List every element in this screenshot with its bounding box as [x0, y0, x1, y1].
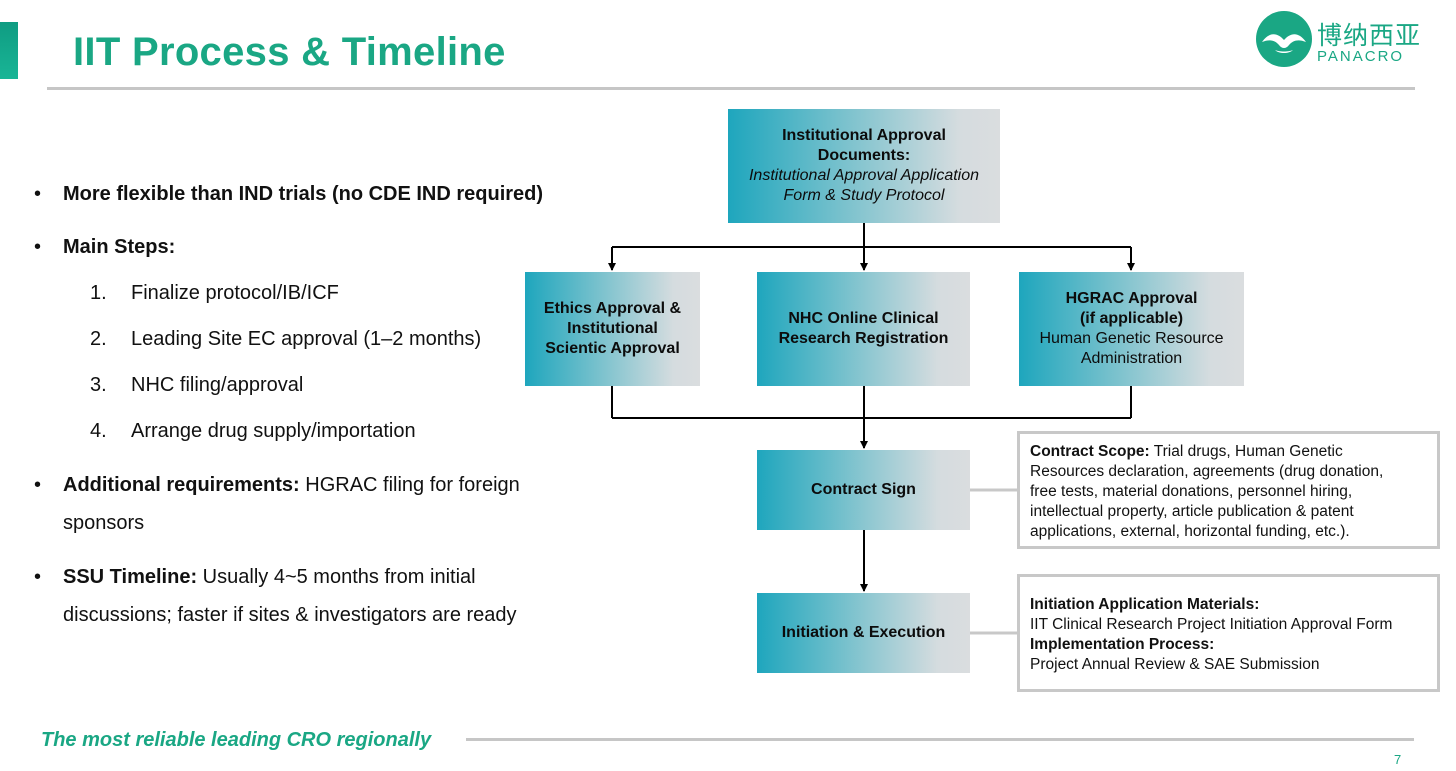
- bullet-dot: •: [34, 474, 42, 496]
- bullet-additional-text: HGRAC filing for foreign: [299, 474, 520, 496]
- bullet-ssu-text: Usually 4~5 months from initial: [197, 566, 476, 588]
- box-initiation-execution: Initiation & Execution: [757, 593, 970, 673]
- step-number: 1.: [90, 282, 107, 304]
- step-number: 4.: [90, 420, 107, 442]
- accent-bar: [0, 22, 18, 79]
- box-contract-label: Contract Sign: [811, 481, 916, 498]
- box-nhc-line1: NHC Online Clinical: [788, 310, 939, 327]
- page-number: 7: [1394, 752, 1402, 767]
- box-initiation-label: Initiation & Execution: [781, 624, 946, 641]
- bullet-dot: •: [34, 183, 42, 205]
- note-contract-line2: Resources declaration, agreements (drug …: [1030, 463, 1384, 480]
- bullet-additional-label: Additional requirements:: [63, 474, 300, 496]
- note-initiation-text1: IIT Clinical Research Project Initiation…: [1030, 616, 1393, 633]
- box-top-line2: Documents:: [817, 147, 911, 164]
- box-ethics-line2: Institutional: [567, 320, 658, 337]
- box-ethics-line3: Scientic Approval: [545, 340, 680, 357]
- note-contract-line1: Trial drugs, Human Genetic: [1149, 443, 1343, 460]
- note-contract-label: Contract Scope:: [1030, 443, 1150, 460]
- bullet-dot: •: [34, 236, 42, 258]
- box-hgrac-approval: HGRAC Approval (if applicable) Human Gen…: [1019, 272, 1244, 386]
- footer-tagline: The most reliable leading CRO regionally: [41, 729, 432, 751]
- box-hgrac-line3: Human Genetic Resource: [1039, 330, 1224, 347]
- note-contract-scope: Contract Scope: Trial drugs, Human Genet…: [1017, 431, 1440, 549]
- step-number: 3.: [90, 374, 107, 396]
- note-initiation-text2: Project Annual Review & SAE Submission: [1030, 656, 1320, 673]
- bullet-flexible-text: More flexible than IND trials (no CDE IN…: [63, 183, 544, 205]
- logo-english-text: PANACRO: [1317, 48, 1405, 65]
- box-top-line4: Form & Study Protocol: [783, 187, 945, 204]
- step-text: Arrange drug supply/importation: [131, 420, 416, 442]
- box-ethics-approval: Ethics Approval & Institutional Scientic…: [525, 272, 700, 386]
- note-contract-line3: free tests, material donations, personne…: [1030, 483, 1353, 500]
- note-initiation-label2: Implementation Process:: [1030, 636, 1215, 653]
- step-text: Leading Site EC approval (1–2 months): [131, 328, 482, 350]
- bullet-main-steps-text: Main Steps:: [63, 236, 176, 258]
- note-contract-line4: intellectual property, article publicati…: [1030, 503, 1354, 520]
- step-number: 2.: [90, 328, 107, 350]
- box-hgrac-line1: HGRAC Approval: [1065, 290, 1198, 307]
- box-top-line3: Institutional Approval Application: [748, 167, 980, 184]
- box-ethics-line1: Ethics Approval &: [543, 300, 682, 317]
- company-logo: 博纳西亚 PANACRO: [1255, 10, 1420, 72]
- footer-divider: [466, 738, 1414, 741]
- note-initiation: Initiation Application Materials: IIT Cl…: [1017, 574, 1440, 692]
- note-contract-line5: applications, external, horizontal fundi…: [1030, 523, 1350, 540]
- logo-chinese-text: 博纳西亚: [1317, 21, 1422, 50]
- box-hgrac-line4: Administration: [1080, 350, 1183, 367]
- page-title: IIT Process & Timeline: [73, 30, 506, 74]
- box-institutional-approval-documents: Institutional Approval Documents: Instit…: [728, 109, 1000, 223]
- bullet-dot: •: [34, 566, 42, 588]
- step-text: Finalize protocol/IB/ICF: [131, 282, 339, 304]
- panacro-logo-icon: [1256, 11, 1312, 67]
- box-nhc-registration: NHC Online Clinical Research Registratio…: [757, 272, 970, 386]
- box-hgrac-line2: (if applicable): [1079, 310, 1184, 327]
- bullet-ssu-label: SSU Timeline:: [63, 566, 198, 588]
- step-text: NHC filing/approval: [131, 374, 304, 396]
- box-top-line1: Institutional Approval: [782, 127, 946, 144]
- bullet-additional-text-2: sponsors: [63, 512, 145, 534]
- box-contract-sign: Contract Sign: [757, 450, 970, 530]
- title-divider: [47, 87, 1415, 90]
- bullet-ssu-text-2: discussions; faster if sites & investiga…: [63, 604, 517, 626]
- note-initiation-label1: Initiation Application Materials:: [1030, 596, 1260, 613]
- box-nhc-line2: Research Registration: [778, 330, 949, 347]
